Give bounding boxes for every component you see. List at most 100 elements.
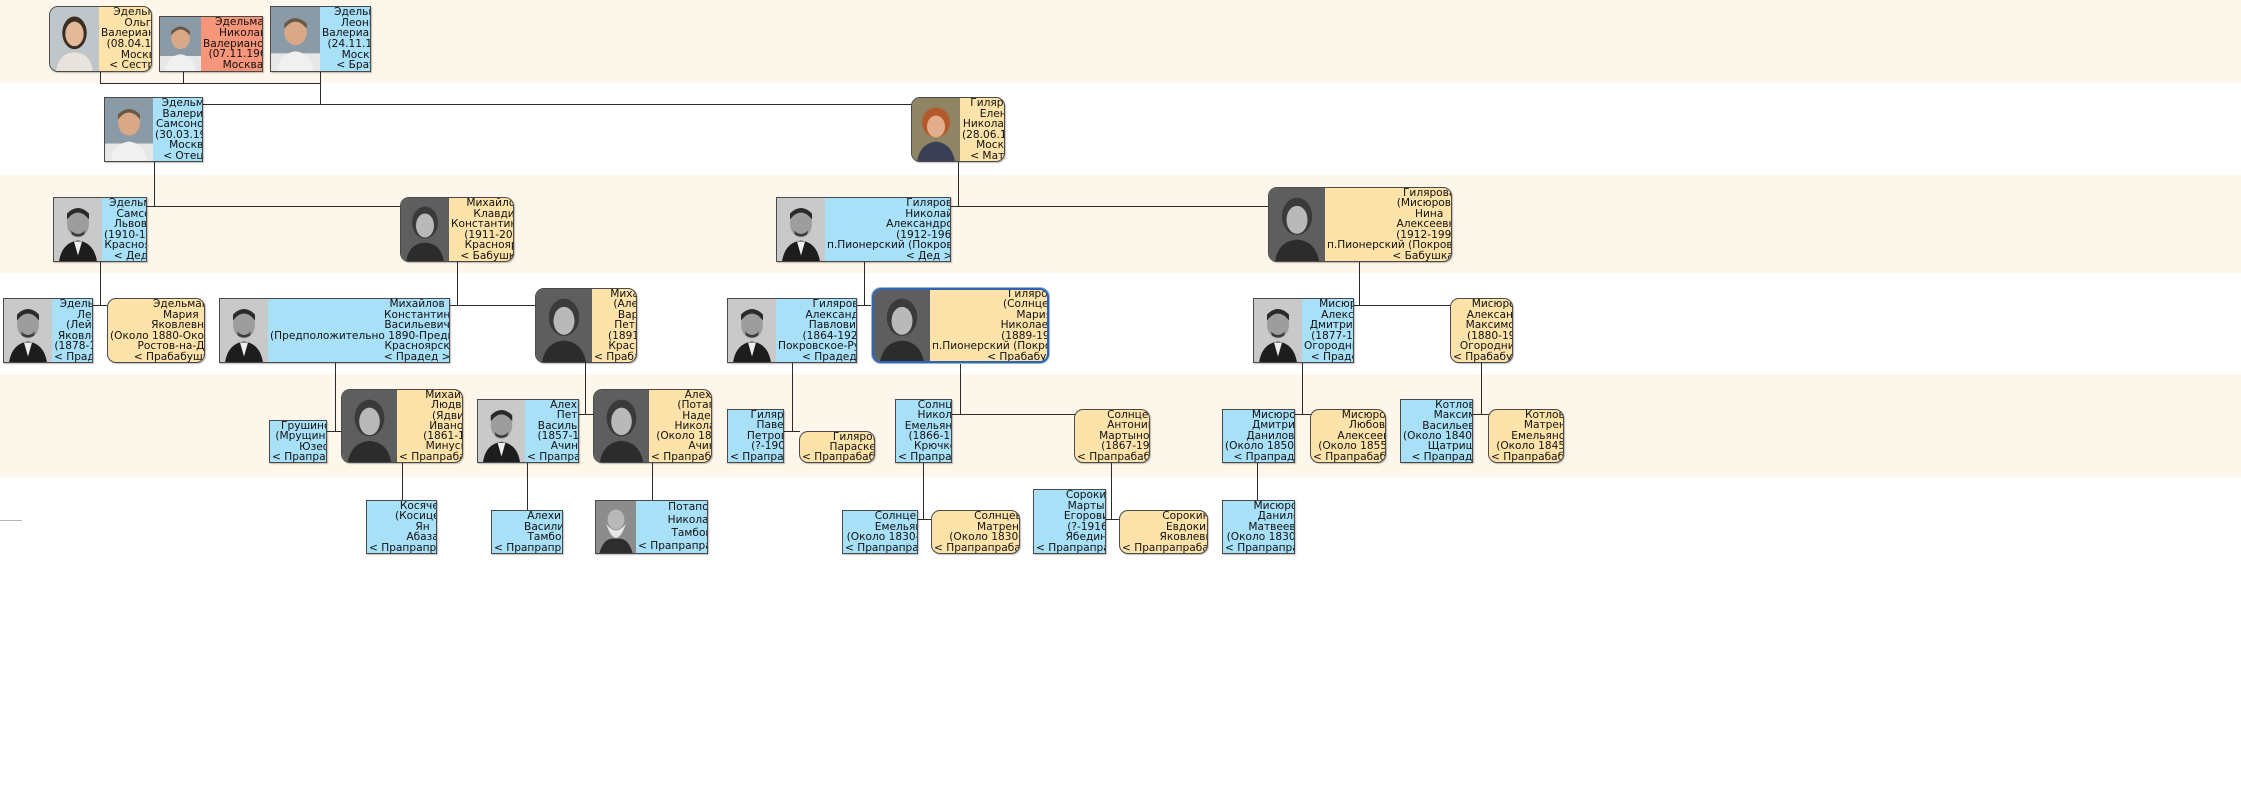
person-text-line: Покровское-Рубцово (778, 340, 856, 352)
person-text-line: Петрович (746, 429, 783, 442)
person-card-iosif[interactable]: Грушинский(Мрущинский)Юзеф< Прапрадед > (269, 420, 327, 463)
person-text-line: Гиляров (750, 409, 784, 421)
person-card-leonid[interactable]: ЭдельманЛеонидВалерианович(24.11.1975)Мо… (270, 6, 371, 72)
person-card-aleksei-d[interactable]: МисюровАлексейДмитриевич(1877-1963)Огоро… (1253, 298, 1354, 363)
person-text-line: < Прапрапрабабушка > (934, 541, 1019, 554)
person-text-line: (?-1916) (1067, 520, 1105, 533)
person-text-line: < Прапрабабушка > (1313, 450, 1386, 463)
person-card-pavel[interactable]: ГиляровПавелПетрович(?-1906)< Прапрадед … (727, 409, 784, 463)
person-text-line: Николаевна (674, 419, 711, 432)
person-card-nikolai-a[interactable]: ГиляровНиколайАлександрович(1912-1968)п.… (776, 197, 951, 262)
person-card-valerian[interactable]: ЭдельманВалерианСамсонович(30.03.1940)Мо… (104, 97, 203, 162)
person-text-line: Москва (976, 139, 1005, 151)
person-card-lev[interactable]: ЭдельманЛев(Лейба)Яковлевич(1878-1942)< … (3, 298, 93, 363)
person-text: ЭдельманЛев(Лейба)Яковлевич(1878-1942)< … (52, 298, 92, 363)
person-card-klavdiya[interactable]: МихайловаКлавдияКонстантиновна(1911-2004… (400, 197, 514, 262)
person-text-line: Павел (756, 419, 784, 432)
person-text-line: Красноярск (608, 340, 636, 353)
person-card-matrena-e[interactable]: КотловаМатренаЕмельяновна(Около 1845-191… (1488, 409, 1564, 463)
person-text: МисюровДмитрийДанилович(Около 1850-1890)… (1223, 410, 1294, 462)
person-text: Гилярова(Мисюрова)НинаАлексеевна(1912-19… (1325, 188, 1452, 261)
person-text-line: Николай (667, 514, 708, 526)
person-text-line: Валерианович (322, 27, 370, 40)
person-card-mariya-n[interactable]: Гилярова(Солнцева)МарияНиколаевна(1889-1… (872, 288, 1049, 363)
generation-band (0, 0, 2241, 83)
person-text: ГиляроваПараскева< Прапрабабушка > (800, 432, 874, 462)
person-card-nikolai-v[interactable]: ЭдельманНиколайВалерианович(07.11.1968)М… (159, 16, 263, 72)
person-text-line: Васильевич (384, 319, 450, 331)
person-text-line: (?-1906) (751, 440, 784, 453)
person-text: ГиляровНиколайАлександрович(1912-1968)п.… (825, 198, 951, 262)
person-card-samson[interactable]: ЭдельманСамсонЛьвович(1910-1987)Краснояр… (53, 197, 147, 262)
person-card-aleksandr-p[interactable]: ГиляровАлександрПавлович(1864-1920)Покро… (727, 298, 857, 363)
person-card-nikolai-p[interactable]: ПотаповНиколайТамбов< Прапрапрадед > (595, 500, 708, 554)
person-text-line: Васильевич (537, 419, 578, 432)
person-card-paraskeva[interactable]: ГиляроваПараскева< Прапрабабушка > (799, 431, 875, 463)
person-text-line: Абаза (406, 531, 437, 544)
person-card-danilo[interactable]: МисюровДанилоМатвеевич(Около 1830-1900)<… (1222, 500, 1295, 554)
person-text-line: < Прадед > (383, 350, 450, 363)
person-text-line: (Косицек) (395, 510, 436, 523)
person-text-line: < Прапрапрадед > (845, 541, 918, 554)
person-text-line: п.Пионерский (Покровское-Рубцово) (827, 239, 950, 251)
person-card-martyn[interactable]: СорокинМартынЕгорович(?-1916)Ябедино< Пр… (1033, 489, 1106, 554)
person-text-line: < Прапрапрадед > (638, 540, 707, 552)
person-card-olga[interactable]: ЭдельманОльгаВалериановна(08.04.1967)Мос… (49, 6, 152, 72)
person-card-lyudvika[interactable]: МихайловаЛюдвика(Ядвига)Ивановна(1861-19… (341, 389, 463, 463)
person-text-line: < Прадед > (802, 350, 857, 363)
person-text-line: Лев (77, 308, 92, 321)
person-text-line: (1912-1968) (896, 228, 951, 241)
person-text-line: < Прадед > (54, 350, 92, 363)
person-text-line: < Прапрапрадед > (369, 541, 437, 554)
person-text-line: Параскева (829, 441, 874, 453)
person-text-line: Петровна (614, 319, 636, 332)
person-text-line: Москва (120, 48, 151, 61)
person-text: ГиляровПавелПетрович(?-1906)< Прапрадед … (728, 409, 784, 462)
person-text-line: Мария (163, 308, 199, 321)
person-text-line: Солнцева (1107, 409, 1149, 421)
person-card-nikolai-e[interactable]: СолнцевНиколайЕмельянович(1866-1922)Крюч… (895, 399, 952, 463)
person-card-nina[interactable]: Гилярова(Мисюрова)НинаАлексеевна(1912-19… (1268, 187, 1452, 262)
person-text-line: п.Пионерский (Покровское-Рубцово) (1327, 239, 1452, 252)
person-card-vasilii[interactable]: АлехинВасилийТамбов< Прапрапрадед > (491, 510, 563, 554)
person-text: КотловМаксимВасильевич(Около 1840-1912)Щ… (1401, 400, 1472, 462)
person-card-varvara[interactable]: Михайлова(Алехина)ВарвараПетровна(1891-1… (535, 288, 637, 363)
person-text-line: < Прапрадед > (898, 450, 952, 463)
person-text-line: Юзеф (299, 440, 326, 453)
person-text-line: Эдельман (59, 298, 92, 310)
person-text-line: (Мрущинский) (275, 430, 326, 443)
person-text: ПотаповНиколайТамбов< Прапрапрадед > (636, 501, 708, 553)
person-card-lyubov[interactable]: МисюроваЛюбовьАлексеевна(Около 1855-1934… (1310, 409, 1386, 463)
person-text-line: Емельяновна (1511, 429, 1564, 442)
person-text-line: Алексеевна (1396, 218, 1451, 231)
person-text-line: Константиновна (451, 218, 513, 230)
person-text-line: Николай (905, 207, 951, 220)
person-text-line: Ивановна (429, 419, 463, 432)
person-text: Михайлова(Алехина)ВарвараПетровна(1891-1… (592, 289, 636, 362)
person-text-line: (1866-1922) (908, 430, 951, 442)
person-text: ЭдельманОльгаВалериановна(08.04.1967)Мос… (99, 7, 151, 71)
person-card-petr[interactable]: АлехинПетрВасильевич(1857-1919)Ачинск< П… (477, 399, 579, 463)
person-text-line: < Дед > (905, 249, 951, 262)
person-card-dmitrii[interactable]: МисюровДмитрийДанилович(Около 1850-1890)… (1222, 409, 1295, 463)
person-text-line: (1877-1963) (1311, 329, 1353, 342)
generation-band (0, 83, 2241, 175)
person-text-line: Матрена (976, 520, 1019, 533)
person-text-line: Потапов (668, 501, 707, 513)
person-text-line: Николай (219, 26, 263, 39)
person-card-evdokiya[interactable]: СорокинаЕвдокияЯковлевна< Прапрапрабабуш… (1119, 510, 1208, 554)
person-text: ЭдельманНиколайВалерианович(07.11.1968)М… (201, 17, 263, 71)
person-card-nadezhda[interactable]: Алехина(Потапова)НадеждаНиколаевна(Около… (593, 389, 712, 463)
person-card-maksim[interactable]: КотловМаксимВасильевич(Около 1840-1912)Щ… (1400, 399, 1473, 463)
person-text-line: (1911-2004) (464, 228, 513, 241)
person-card-matrena-s[interactable]: СолнцеваМатрена(Около 1830-1870)< Прапра… (931, 510, 1020, 554)
person-card-antonina[interactable]: СолнцеваАнтонинаМартыновна(1867-1907)< П… (1074, 409, 1150, 463)
person-card-aleksandra[interactable]: МисюроваАлександраМаксимовна(1880-1960)О… (1450, 298, 1513, 363)
person-text-line: (Около 1830-1870) (949, 531, 1020, 543)
person-card-elena[interactable]: ГиляроваЕленаНиколаевна(28.06.1940)Москв… (911, 97, 1005, 162)
